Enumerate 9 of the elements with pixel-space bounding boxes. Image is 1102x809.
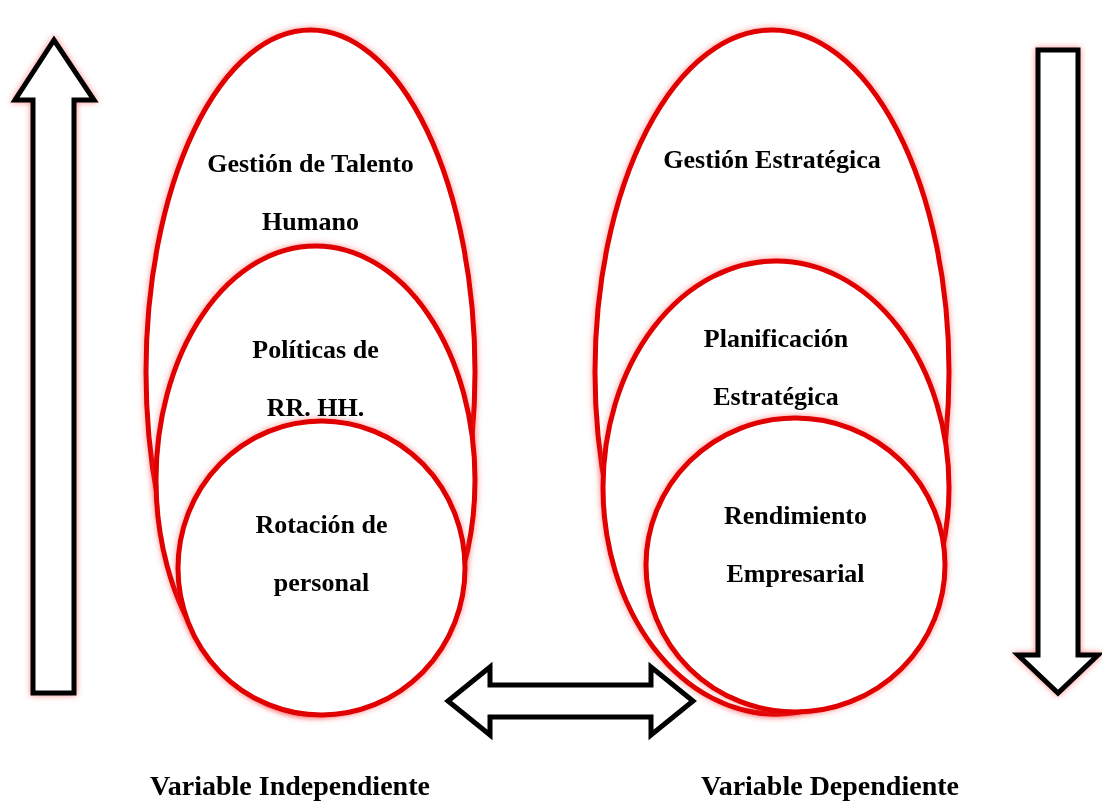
node-label: Rendimiento Empresarial: [723, 500, 868, 590]
node-label: Gestión de Talento Humano: [206, 148, 415, 238]
axis-caption: Variable Independiente: [150, 770, 430, 802]
node-label: Políticas de RR. HH.: [251, 334, 380, 424]
double-arrow: [444, 661, 697, 741]
node-label: Planificación Estratégica: [702, 323, 850, 413]
axis-caption: Variable Dependiente: [701, 770, 959, 802]
node-label: Rotación de personal: [254, 509, 389, 599]
node-label: Gestión Estratégica: [662, 144, 882, 176]
